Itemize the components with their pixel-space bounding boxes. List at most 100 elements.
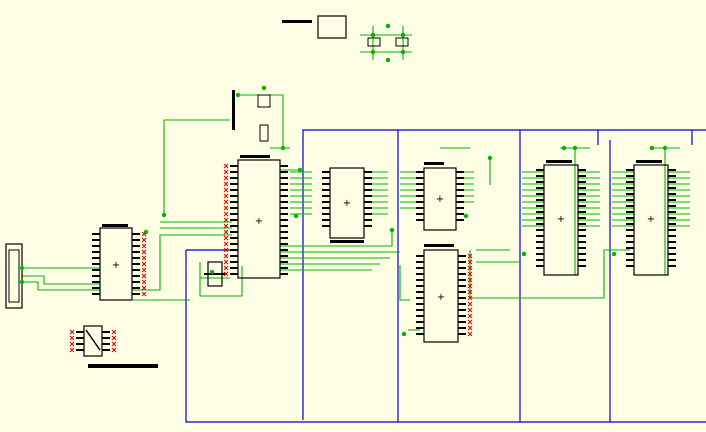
junction-dot [649, 145, 655, 151]
unconnected-pin-marker [141, 285, 147, 291]
memory-2-center-mark: + [647, 214, 655, 225]
wires [22, 26, 680, 331]
unconnected-pin-marker [69, 329, 75, 335]
memory-1-body [543, 164, 579, 276]
unconnected-pin-marker [223, 265, 229, 271]
filter-cap-2 [395, 37, 409, 47]
crystal-oscillator [204, 261, 226, 287]
level-shifter-center-mark: + [112, 260, 120, 271]
filter-cap-1 [367, 37, 381, 47]
unconnected-pin-marker [223, 217, 229, 223]
unconnected-pin-marker [141, 261, 147, 267]
junction-dot [561, 145, 567, 151]
unconnected-pin-marker [467, 331, 473, 337]
unconnected-pin-marker [223, 253, 229, 259]
db9-body [5, 243, 23, 309]
latch-1-label-bar [330, 240, 364, 243]
unconnected-pin-marker [69, 341, 75, 347]
unconnected-pin-marker [69, 347, 75, 353]
unconnected-pin-marker [467, 265, 473, 271]
switch-lever [85, 329, 101, 351]
power-regulator [282, 15, 347, 39]
unconnected-pin-marker [141, 267, 147, 273]
unconnected-pin-marker [467, 283, 473, 289]
memory-ic-2: + [633, 160, 669, 276]
unconnected-pin-marker [467, 259, 473, 265]
db9-outline [8, 249, 20, 303]
unconnected-pin-marker [141, 243, 147, 249]
db9-connector [5, 243, 23, 309]
unconnected-pin-marker [141, 237, 147, 243]
unconnected-pin-marker [223, 205, 229, 211]
junction-dot [611, 251, 617, 257]
unconnected-pin-marker [223, 169, 229, 175]
unconnected-pin-marker [467, 319, 473, 325]
memory-2-body [633, 164, 669, 276]
decoder-label-bar [424, 244, 454, 247]
memory-1-label-bar [546, 160, 572, 163]
unconnected-pin-marker [141, 255, 147, 261]
unconnected-pin-marker [223, 163, 229, 169]
unconnected-pin-marker [467, 271, 473, 277]
unconnected-pin-marker [141, 279, 147, 285]
unconnected-pin-marker [467, 277, 473, 283]
unconnected-pin-marker [467, 301, 473, 307]
unconnected-pin-marker [141, 291, 147, 297]
switch-body [83, 325, 103, 357]
unconnected-pin-marker [223, 199, 229, 205]
unconnected-pin-marker [223, 211, 229, 217]
latch-2-body [423, 167, 457, 231]
level-shifter-label-bar [102, 224, 128, 227]
junction-dot [521, 251, 527, 257]
memory-1-center-mark: + [557, 214, 565, 225]
unconnected-pin-marker [111, 347, 117, 353]
junction-dot [389, 227, 395, 233]
pin-markers [69, 163, 676, 353]
decoder-ic: + [423, 244, 459, 343]
unconnected-pin-marker [223, 229, 229, 235]
junction-dot [400, 32, 406, 38]
unconnected-pin-marker [467, 289, 473, 295]
junction-dot [19, 265, 25, 271]
junction-dot [385, 23, 391, 29]
junction-dot [261, 85, 267, 91]
unconnected-pin-marker [141, 273, 147, 279]
junction-dot [572, 145, 578, 151]
pushbutton-switch [83, 325, 158, 368]
unconnected-pin-marker [223, 271, 229, 277]
junction-dot [297, 167, 303, 173]
unconnected-pin-marker [111, 335, 117, 341]
unconnected-pin-marker [111, 329, 117, 335]
memory-ic-1: + [543, 160, 579, 276]
junction-dot [400, 49, 406, 55]
unconnected-pin-marker [223, 181, 229, 187]
bus-entries [290, 171, 690, 227]
latch-ic-2: + [423, 162, 457, 231]
wire-junctions [19, 23, 668, 337]
unconnected-pin-marker [467, 253, 473, 259]
junction-dot [293, 213, 299, 219]
junction-dot [209, 269, 215, 275]
junction-dot [161, 212, 167, 218]
junction-dot [401, 331, 407, 337]
unconnected-pin-marker [223, 223, 229, 229]
junction-dot [235, 92, 241, 98]
unconnected-pin-marker [223, 247, 229, 253]
latch-1-center-mark: + [343, 198, 351, 209]
reset-switch-bar [232, 90, 235, 130]
unconnected-pin-marker [111, 341, 117, 347]
reset-resistor [259, 124, 269, 142]
unconnected-pin-marker [467, 307, 473, 313]
unconnected-pin-marker [223, 175, 229, 181]
unconnected-pin-marker [467, 325, 473, 331]
microcontroller-center-mark: + [255, 216, 263, 227]
latch-2-center-mark: + [436, 194, 444, 205]
junction-dot [370, 32, 376, 38]
unconnected-pin-marker [69, 335, 75, 341]
unconnected-pin-marker [223, 259, 229, 265]
unconnected-pin-marker [467, 313, 473, 319]
decoder-center-mark: + [437, 292, 445, 303]
unconnected-pin-marker [467, 295, 473, 301]
